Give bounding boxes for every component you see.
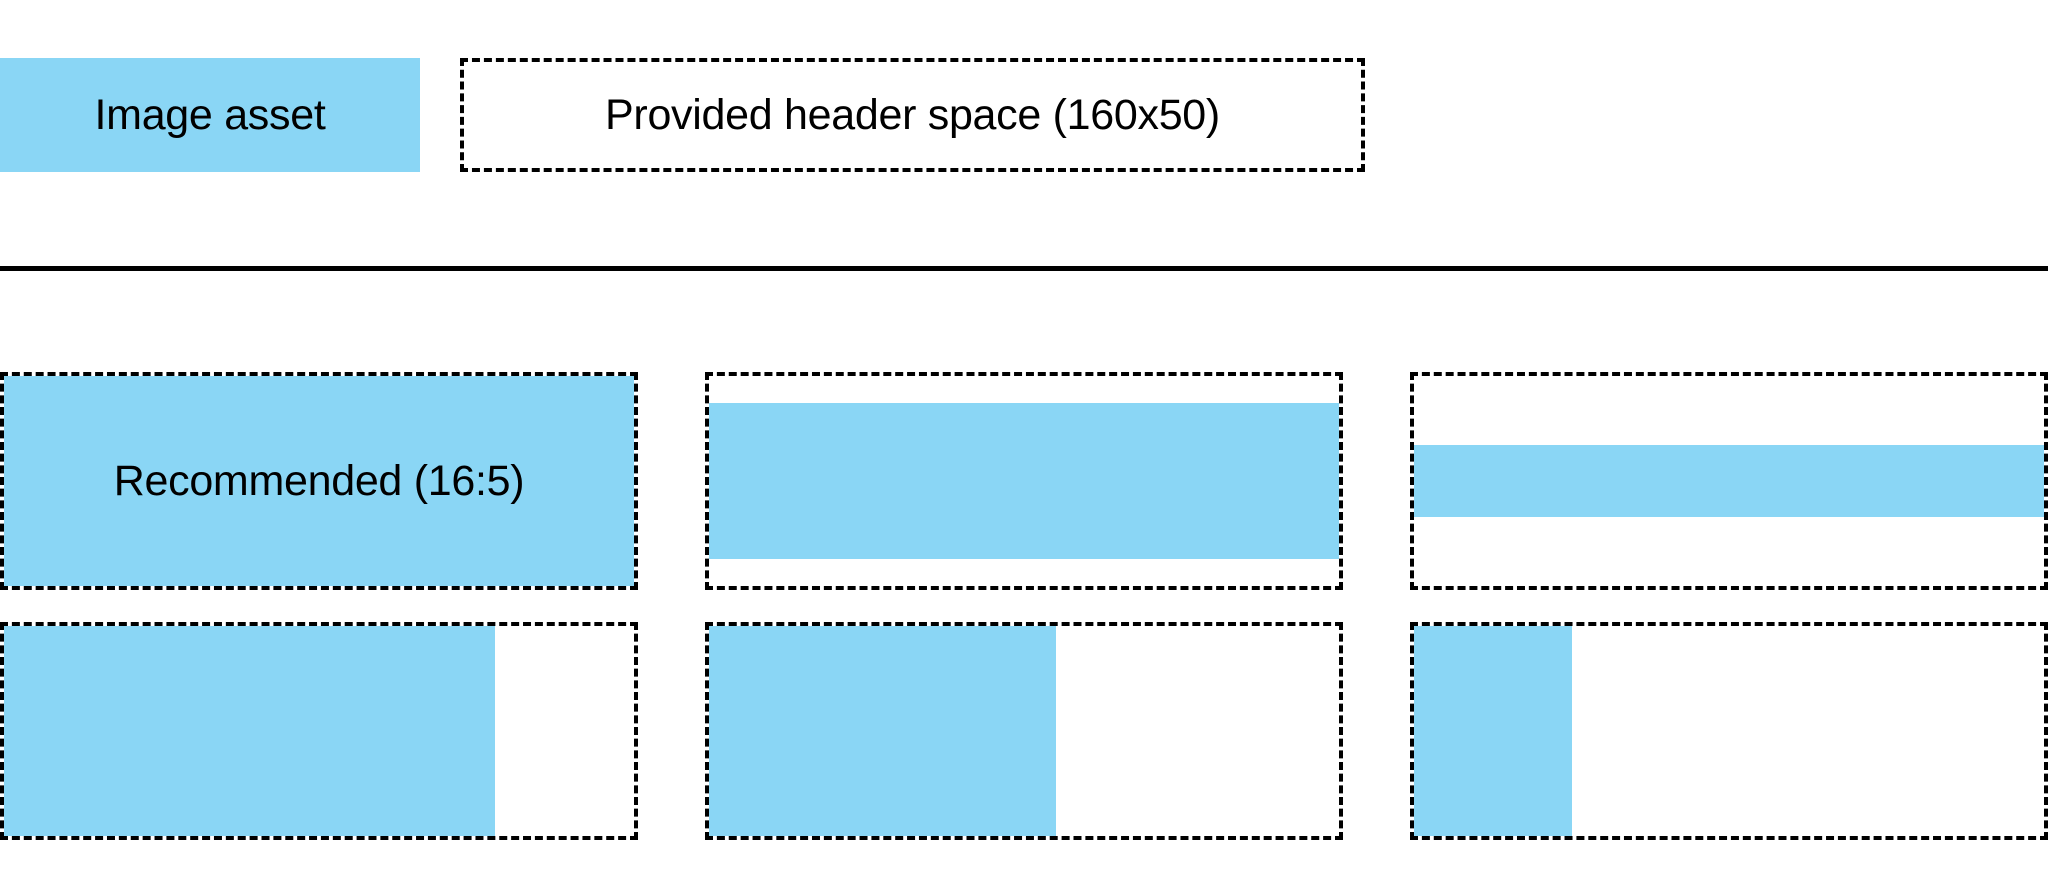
grid-cell-r1c3 xyxy=(1410,372,2048,590)
grid-cell-r2c1 xyxy=(0,622,638,840)
section-divider xyxy=(0,266,2048,271)
asset-fill-r2c3 xyxy=(1414,626,1572,836)
asset-variation-grid: Recommended (16:5) xyxy=(0,372,2048,842)
grid-cell-r2c3 xyxy=(1410,622,2048,840)
asset-fill-r1c2 xyxy=(709,403,1339,559)
grid-row-width-variations xyxy=(0,622,2048,840)
grid-cell-r1c1: Recommended (16:5) xyxy=(0,372,638,590)
asset-fill-r2c1 xyxy=(4,626,496,836)
asset-fill-r1c3 xyxy=(1414,445,2044,517)
image-asset-label: Image asset xyxy=(94,90,326,139)
image-asset-swatch: Image asset xyxy=(0,58,420,172)
asset-fill-r2c2 xyxy=(709,626,1056,836)
grid-cell-r1c2 xyxy=(705,372,1343,590)
asset-fill-r1c1 xyxy=(4,376,634,586)
grid-row-aspect-variations: Recommended (16:5) xyxy=(0,372,2048,590)
provided-header-space-label: Provided header space (160x50) xyxy=(605,90,1220,139)
header-example-row: Image asset Provided header space (160x5… xyxy=(0,58,2048,172)
provided-header-space-box: Provided header space (160x50) xyxy=(460,58,1365,172)
grid-cell-r2c2 xyxy=(705,622,1343,840)
